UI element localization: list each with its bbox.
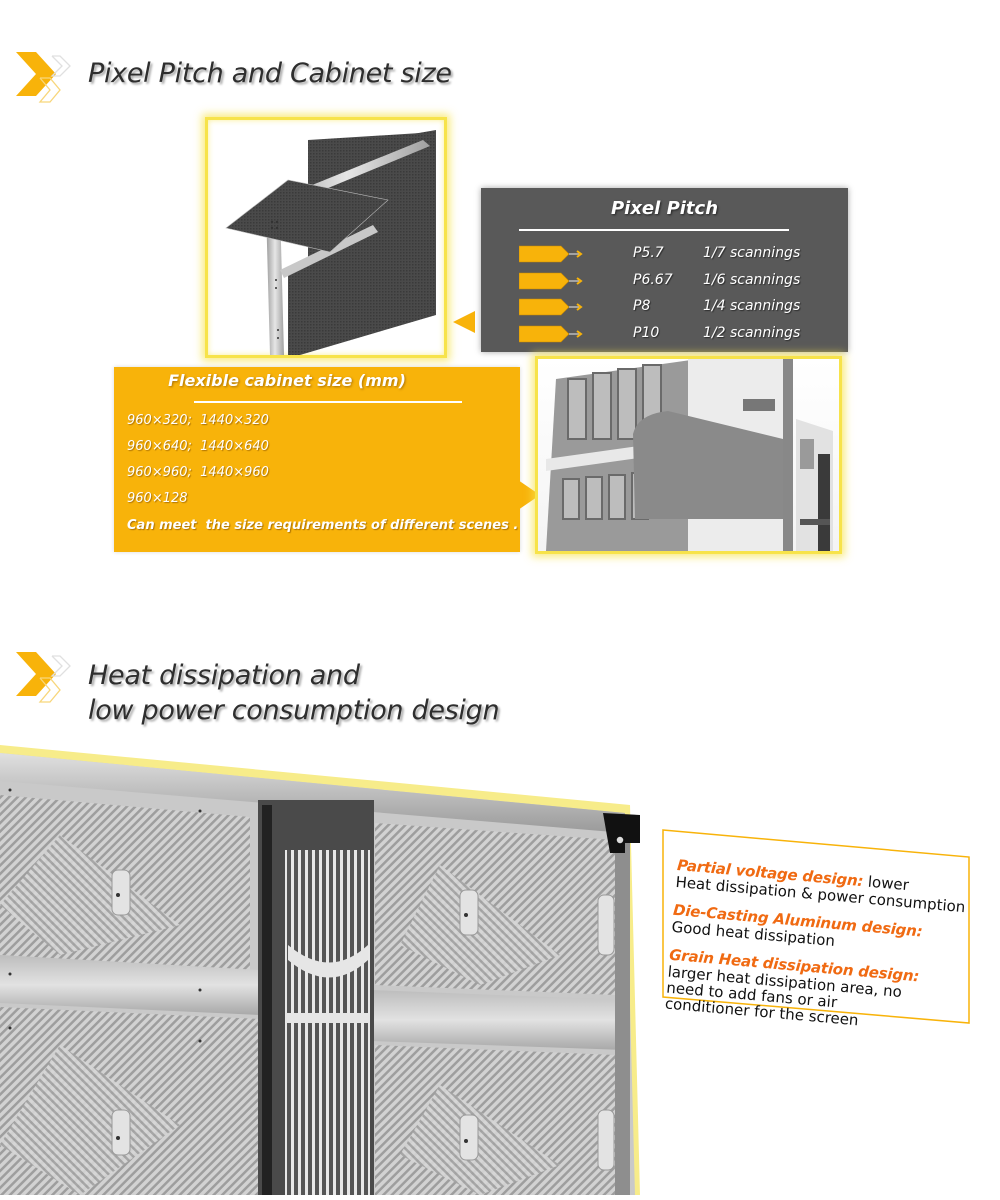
tag-arrow-icon xyxy=(518,298,583,315)
size-line: 960×960; 1440×960 xyxy=(127,465,269,480)
feature-callout-box xyxy=(662,829,970,1024)
pitch-value: P5.7 xyxy=(633,245,664,261)
tag-arrow-icon xyxy=(518,245,583,262)
scan-value: 1/7 scannings xyxy=(703,245,801,261)
pitch-row: P5.7 1/7 scannings xyxy=(518,243,800,263)
double-chevron-right-icon xyxy=(14,648,78,704)
building-screen-image xyxy=(535,356,842,554)
section-title: Pixel Pitch and Cabinet size xyxy=(88,58,452,89)
cabinet-module-image xyxy=(205,117,447,358)
pixel-pitch-panel: Pixel Pitch P5.7 1/7 scannings P6.67 1/6… xyxy=(481,188,848,352)
divider xyxy=(194,401,462,403)
pitch-value: P6.67 xyxy=(633,272,673,288)
tag-arrow-icon xyxy=(518,272,583,289)
tag-arrow-icon xyxy=(518,325,583,342)
size-line: 960×320; 1440×320 xyxy=(127,413,269,428)
section-header-pixel-pitch: Pixel Pitch and Cabinet size xyxy=(14,48,452,104)
section-title-line2: low power consumption design xyxy=(88,695,500,726)
pixel-pitch-title: Pixel Pitch xyxy=(610,198,719,219)
size-note: Can meet the size requirements of differ… xyxy=(127,518,519,533)
divider xyxy=(519,229,789,231)
scan-value: 1/2 scannings xyxy=(703,325,801,341)
cabinet-size-title: Flexible cabinet size (mm) xyxy=(168,371,406,390)
pitch-row: P6.67 1/6 scannings xyxy=(518,270,800,290)
pointer-left-arrow-icon xyxy=(453,311,475,333)
section-header-heat-dissipation: Heat dissipation and low power consumpti… xyxy=(14,648,500,728)
pitch-row: P10 1/2 scannings xyxy=(518,323,800,343)
cabinet-size-panel: Flexible cabinet size (mm) 960×320; 1440… xyxy=(114,367,520,552)
double-chevron-right-icon xyxy=(14,48,78,104)
feature-item: Grain Heat dissipation design: larger he… xyxy=(664,946,969,1038)
size-line: 960×640; 1440×640 xyxy=(127,439,269,454)
cabinet-back-heatsink-image xyxy=(0,745,655,1195)
feature-list: Partial voltage design: lower Heat dissi… xyxy=(663,855,977,1050)
scan-value: 1/6 scannings xyxy=(703,272,801,288)
size-line: 960×128 xyxy=(127,491,188,506)
pitch-row: P8 1/4 scannings xyxy=(518,296,800,316)
scan-value: 1/4 scannings xyxy=(703,298,801,314)
section-title-line1: Heat dissipation and xyxy=(88,660,360,691)
pointer-right-arrow-icon xyxy=(518,480,540,510)
pitch-value: P8 xyxy=(633,298,651,314)
pitch-value: P10 xyxy=(633,325,660,341)
